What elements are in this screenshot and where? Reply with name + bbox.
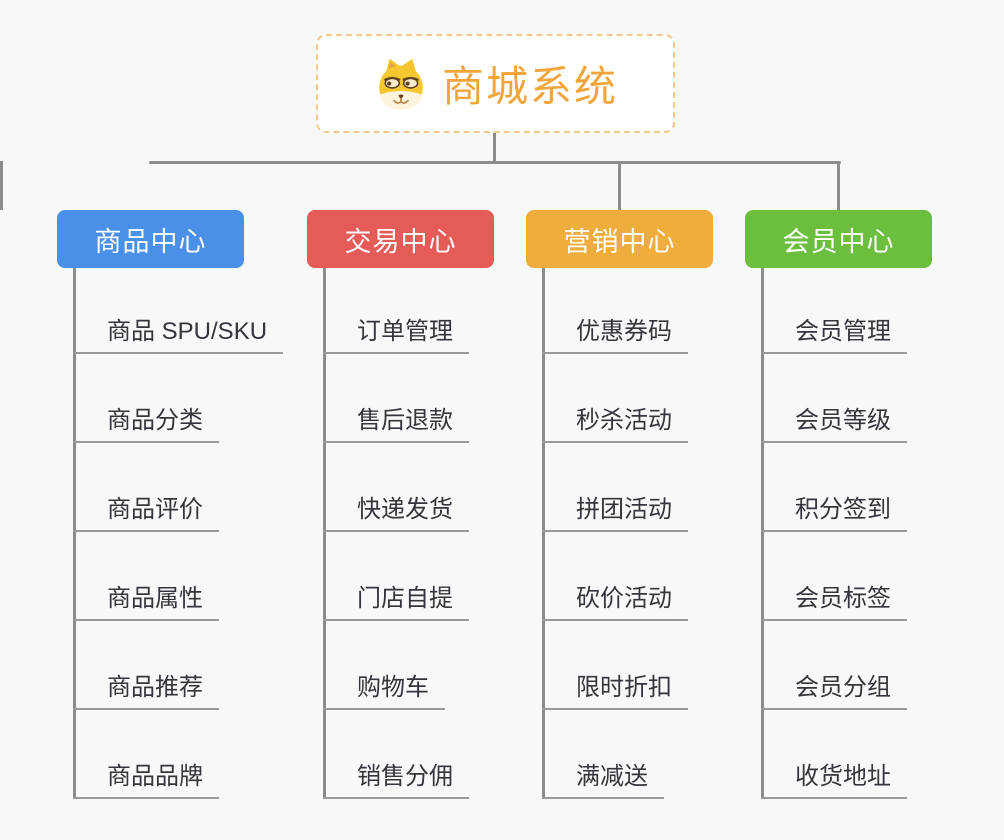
root-connector-line bbox=[493, 133, 496, 164]
leaf-row: 限时折扣 bbox=[542, 621, 688, 710]
leaf-node[interactable]: 购物车 bbox=[323, 675, 445, 710]
leaf-list: 订单管理售后退款快递发货门店自提购物车销售分佣 bbox=[323, 268, 469, 799]
branch-node[interactable]: 商品中心 bbox=[57, 210, 244, 268]
connector-spine-line bbox=[761, 268, 764, 799]
leaf-row: 满减送 bbox=[542, 710, 664, 799]
leaf-row: 售后退款 bbox=[323, 354, 469, 443]
leaf-node[interactable]: 门店自提 bbox=[323, 586, 469, 621]
leaf-node[interactable]: 砍价活动 bbox=[542, 586, 688, 621]
branch-node[interactable]: 交易中心 bbox=[307, 210, 494, 268]
leaf-node[interactable]: 优惠券码 bbox=[542, 319, 688, 354]
branch-drop-line bbox=[0, 161, 3, 210]
connector-spine-line bbox=[542, 268, 545, 799]
leaf-row: 购物车 bbox=[323, 621, 445, 710]
leaf-row: 会员标签 bbox=[761, 532, 907, 621]
leaf-row: 秒杀活动 bbox=[542, 354, 688, 443]
leaf-node[interactable]: 会员标签 bbox=[761, 586, 907, 621]
leaf-node[interactable]: 商品分类 bbox=[73, 408, 219, 443]
leaf-row: 商品 SPU/SKU bbox=[73, 268, 284, 354]
leaf-row: 会员分组 bbox=[761, 621, 907, 710]
leaf-node[interactable]: 商品品牌 bbox=[73, 764, 219, 799]
branch-node[interactable]: 营销中心 bbox=[526, 210, 713, 268]
leaf-node[interactable]: 拼团活动 bbox=[542, 497, 688, 532]
leaf-list: 优惠券码秒杀活动拼团活动砍价活动限时折扣满减送 bbox=[542, 268, 688, 799]
leaf-node[interactable]: 订单管理 bbox=[323, 319, 469, 354]
connector-spine-line bbox=[73, 268, 76, 799]
leaf-row: 商品分类 bbox=[73, 354, 219, 443]
leaf-row: 门店自提 bbox=[323, 532, 469, 621]
branch-column: 商品中心商品 SPU/SKU 商品分类商品评价商品属性商品推荐商品品牌 bbox=[57, 210, 287, 830]
branch-connector-line bbox=[149, 161, 841, 164]
connector-spine-line bbox=[323, 268, 326, 799]
leaf-node[interactable]: 商品评价 bbox=[73, 497, 219, 532]
leaf-node[interactable]: 商品属性 bbox=[73, 586, 219, 621]
leaf-list: 商品 SPU/SKU 商品分类商品评价商品属性商品推荐商品品牌 bbox=[73, 268, 284, 799]
leaf-node[interactable]: 商品推荐 bbox=[73, 675, 219, 710]
leaf-node[interactable]: 销售分佣 bbox=[323, 764, 469, 799]
leaf-row: 砍价活动 bbox=[542, 532, 688, 621]
dog-face-icon bbox=[373, 56, 429, 112]
leaf-row: 优惠券码 bbox=[542, 268, 688, 354]
leaf-row: 拼团活动 bbox=[542, 443, 688, 532]
leaf-node[interactable]: 满减送 bbox=[542, 764, 664, 799]
root-node-title: 商城系统 bbox=[441, 63, 618, 110]
leaf-row: 会员管理 bbox=[761, 268, 907, 354]
leaf-node[interactable]: 会员管理 bbox=[761, 319, 907, 354]
leaf-node[interactable]: 限时折扣 bbox=[542, 675, 688, 710]
leaf-row: 快递发货 bbox=[323, 443, 469, 532]
branch-node[interactable]: 会员中心 bbox=[745, 210, 932, 268]
leaf-node[interactable]: 收货地址 bbox=[761, 764, 907, 799]
leaf-row: 商品评价 bbox=[73, 443, 219, 532]
leaf-row: 销售分佣 bbox=[323, 710, 469, 799]
leaf-node[interactable]: 秒杀活动 bbox=[542, 408, 688, 443]
branch-column: 会员中心会员管理会员等级积分签到会员标签会员分组收货地址 bbox=[745, 210, 975, 830]
leaf-row: 商品推荐 bbox=[73, 621, 219, 710]
branch-column: 交易中心订单管理售后退款快递发货门店自提购物车销售分佣 bbox=[307, 210, 537, 830]
root-node[interactable]: 商城系统 bbox=[316, 34, 675, 133]
leaf-node[interactable]: 会员分组 bbox=[761, 675, 907, 710]
leaf-row: 会员等级 bbox=[761, 354, 907, 443]
branch-drop-line bbox=[618, 161, 621, 210]
branch-column: 营销中心优惠券码秒杀活动拼团活动砍价活动限时折扣满减送 bbox=[526, 210, 756, 830]
leaf-node[interactable]: 售后退款 bbox=[323, 408, 469, 443]
leaf-node[interactable]: 会员等级 bbox=[761, 408, 907, 443]
leaf-row: 商品属性 bbox=[73, 532, 219, 621]
leaf-list: 会员管理会员等级积分签到会员标签会员分组收货地址 bbox=[761, 268, 907, 799]
leaf-node[interactable]: 积分签到 bbox=[761, 497, 907, 532]
leaf-row: 收货地址 bbox=[761, 710, 907, 799]
leaf-node[interactable]: 商品 SPU/SKU bbox=[73, 319, 284, 354]
leaf-row: 商品品牌 bbox=[73, 710, 219, 799]
leaf-row: 订单管理 bbox=[323, 268, 469, 354]
branch-drop-line bbox=[837, 161, 840, 210]
leaf-row: 积分签到 bbox=[761, 443, 907, 532]
leaf-node[interactable]: 快递发货 bbox=[323, 497, 469, 532]
